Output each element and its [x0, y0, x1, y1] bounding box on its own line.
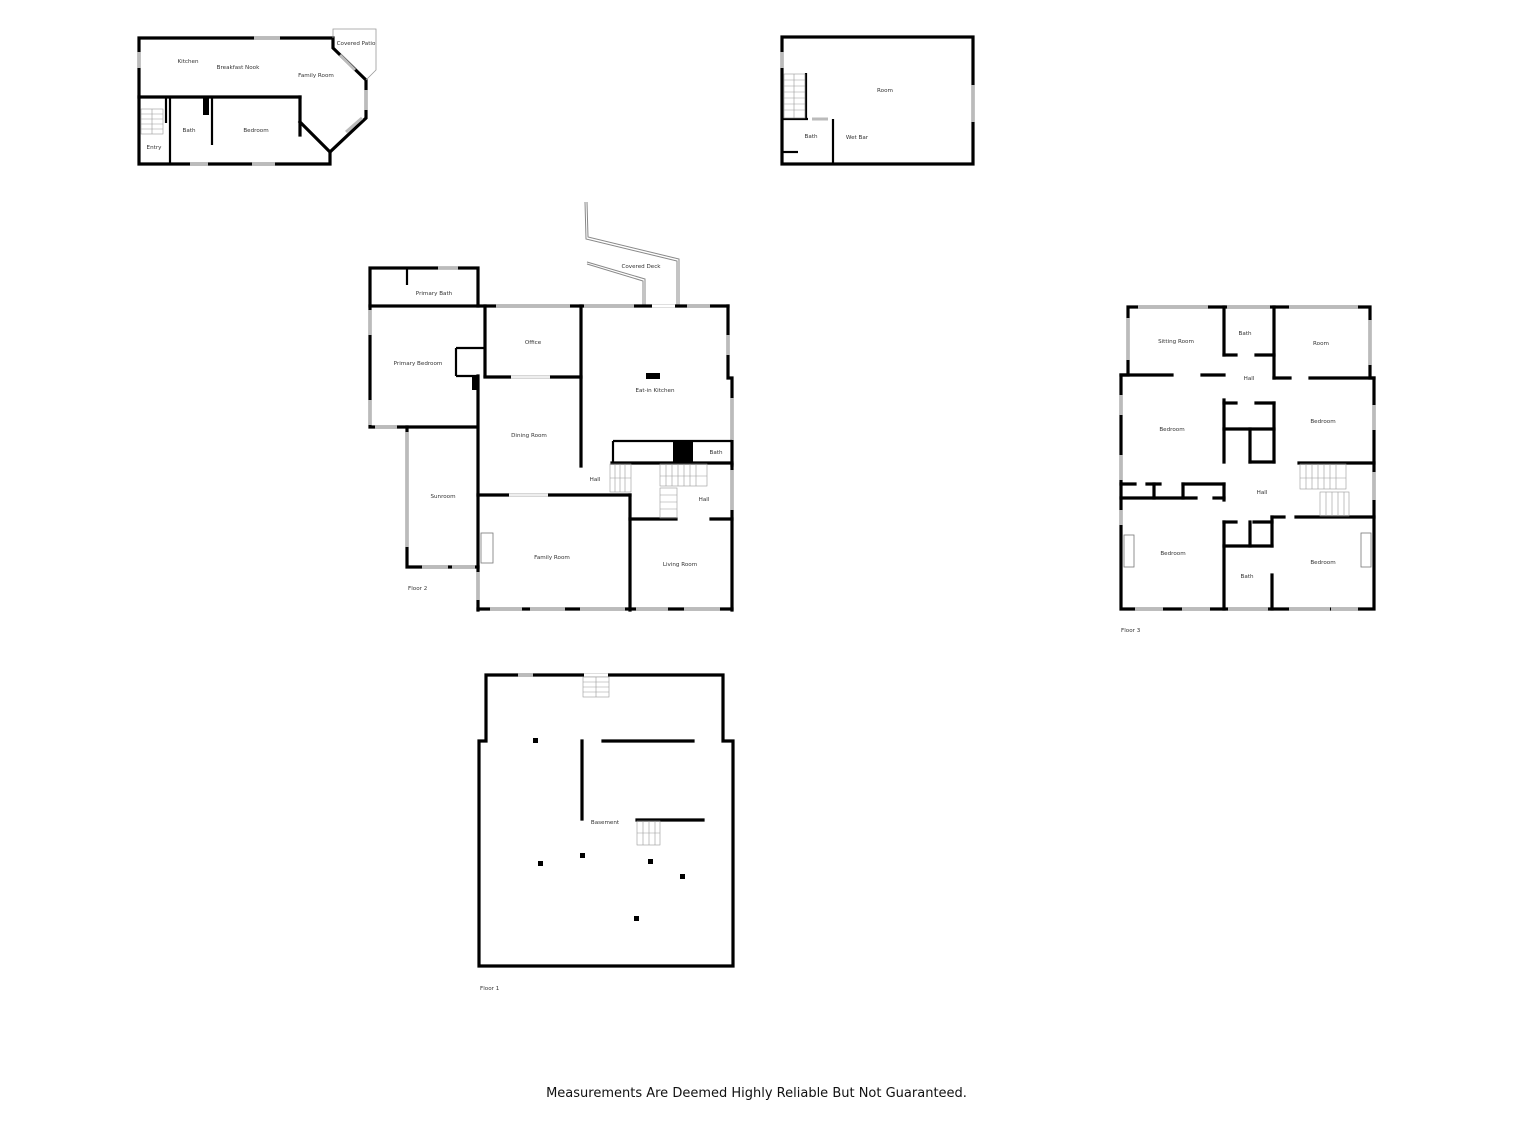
room-label-bedroom: Bedroom: [1310, 560, 1335, 566]
room-label-entry: Entry: [147, 145, 163, 151]
room-label-office: Office: [525, 340, 542, 346]
room-label-eat-in-kitchen: Eat-in Kitchen: [635, 388, 675, 394]
floor-plan-floor-2: [368, 201, 734, 612]
room-label-sitting-room: Sitting Room: [1158, 339, 1194, 345]
floor-2-label: Floor 2: [408, 586, 427, 592]
room-label-primary-bedroom: Primary Bedroom: [394, 361, 443, 367]
floor-plan-floor-1: [477, 673, 735, 968]
room-label-hall: Hall: [699, 497, 710, 503]
room-label-dining-room: Dining Room: [511, 433, 547, 439]
room-label-room: Room: [877, 88, 893, 94]
room-label-bath: Bath: [804, 134, 817, 140]
room-label-bedroom: Bedroom: [1159, 427, 1184, 433]
room-label-bath: Bath: [1240, 574, 1253, 580]
floor-plan-floor-3: [1119, 305, 1376, 611]
floor-plan-top-middle: [780, 35, 975, 166]
room-label-bath: Bath: [1238, 331, 1251, 337]
room-label-sunroom: Sunroom: [430, 494, 455, 500]
measurement-disclaimer: Measurements Are Deemed Highly Reliable …: [546, 1086, 967, 1101]
room-label-room: Room: [1313, 341, 1329, 347]
room-label-bedroom: Bedroom: [243, 128, 268, 134]
room-label-wet-bar: Wet Bar: [846, 135, 869, 141]
room-label-covered-patio: Covered Patio: [337, 41, 376, 47]
room-label-family-room: Family Room: [534, 555, 570, 561]
room-label-bath: Bath: [182, 128, 195, 134]
room-label-hall: Hall: [1244, 376, 1255, 382]
floor-1-label: Floor 1: [480, 986, 500, 992]
room-label-family-room: Family Room: [298, 73, 334, 79]
floor-3-label: Floor 3: [1121, 628, 1141, 634]
room-label-kitchen: Kitchen: [177, 59, 198, 65]
room-label-covered-deck: Covered Deck: [621, 264, 661, 270]
room-label-basement: Basement: [591, 820, 620, 826]
room-label-primary-bath: Primary Bath: [416, 291, 453, 297]
room-label-living-room: Living Room: [663, 562, 697, 568]
room-label-bedroom: Bedroom: [1310, 419, 1335, 425]
room-label-bath: Bath: [709, 450, 722, 456]
floor-plan-top-left: [137, 28, 377, 166]
room-label-breakfast-nook: Breakfast Nook: [217, 65, 260, 71]
room-label-hall: Hall: [1257, 490, 1268, 496]
room-label-hall: Hall: [590, 477, 601, 483]
room-label-bedroom: Bedroom: [1160, 551, 1185, 557]
